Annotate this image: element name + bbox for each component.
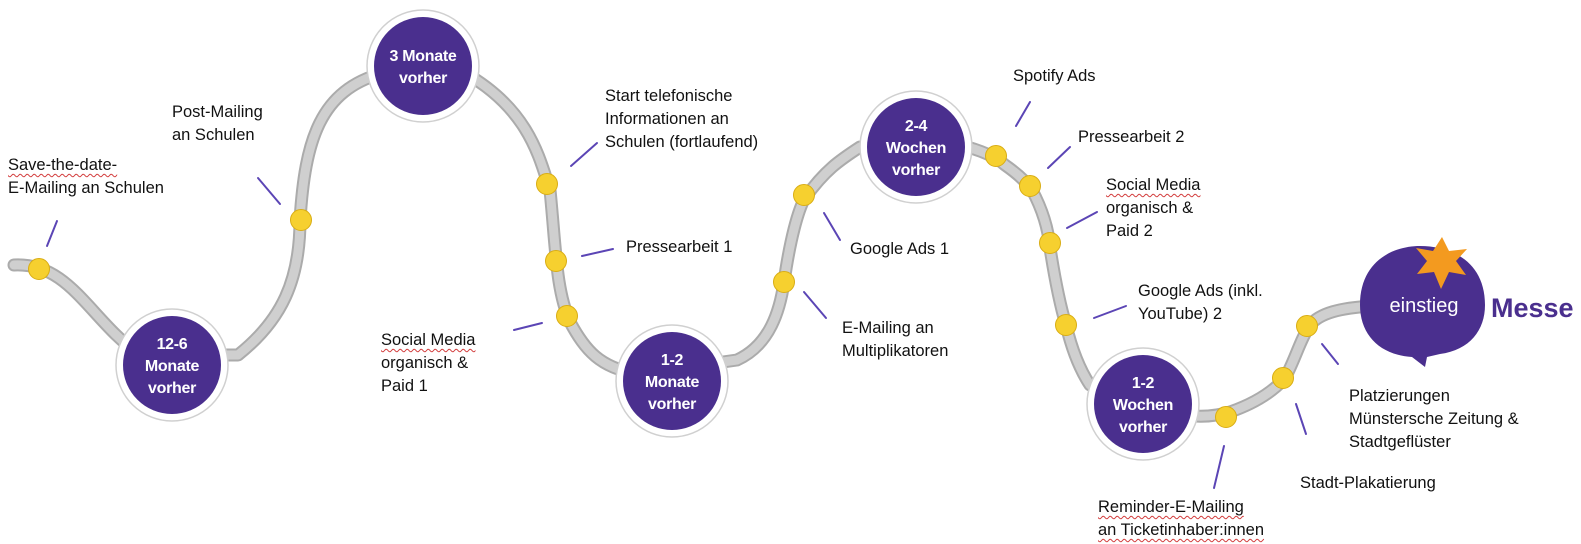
phase-label: vorher [1119, 419, 1167, 436]
connector-line [1047, 146, 1071, 169]
phase-label: vorher [648, 396, 696, 413]
timeline-road [7, 66, 1379, 423]
milestone-dot [1272, 367, 1294, 389]
milestone-label: E-Mailing an Multiplikatoren [842, 319, 949, 360]
milestone-dots [28, 145, 1318, 428]
milestone-label: Pressearbeit 2 [1078, 128, 1185, 146]
milestone-label: Google Ads 1 [850, 240, 950, 258]
milestone-label: Google Ads (inkl. YouTube) 2 [1138, 282, 1263, 323]
milestone-dot [536, 173, 558, 195]
milestone-label: Pressearbeit 1 [626, 238, 733, 256]
milestone-dot [1215, 406, 1237, 428]
phase-core [1094, 355, 1192, 453]
phase-label: Monate [145, 358, 200, 375]
connector-line [1015, 101, 1031, 127]
phase-label: 12-6 [157, 336, 188, 353]
logo-speech-bubble [1360, 246, 1485, 367]
phase-core [374, 17, 472, 115]
einstieg-messe-logo: einstieg Messe [1360, 237, 1574, 367]
phase-label: 1-2 [1132, 375, 1155, 392]
milestone-label: Platzierungen Münstersche Zeitung & Stad… [1349, 387, 1519, 451]
milestone-dot [545, 250, 567, 272]
phase-label: Wochen [1113, 397, 1173, 414]
phase-core [623, 332, 721, 430]
connector-line [257, 177, 281, 205]
connector-lines [46, 101, 1339, 489]
milestone-dot [773, 271, 795, 293]
phase-label: vorher [399, 70, 447, 87]
connector-line [581, 248, 614, 257]
milestone-dot [985, 145, 1007, 167]
connector-line [1213, 445, 1225, 489]
milestone-dot [793, 184, 815, 206]
phase-label: vorher [148, 380, 196, 397]
milestone-label: Post-Mailing an Schulen [172, 103, 263, 144]
connector-line [570, 142, 598, 167]
connector-line [1295, 403, 1307, 435]
milestone-dot [556, 305, 578, 327]
phase-circle: 3 Monate vorher [366, 9, 480, 123]
milestone-dot [1055, 314, 1077, 336]
milestone-label: Reminder-E-Mailing an Ticketinhaber:inne… [1098, 498, 1265, 539]
logo-label-messe: Messe [1491, 293, 1574, 323]
milestone-dot [1039, 232, 1061, 254]
phase-core [867, 98, 965, 196]
logo-wordmark: einstieg [1390, 295, 1459, 317]
star-icon [1416, 237, 1467, 289]
phase-label: vorher [892, 162, 940, 179]
milestone-label: Social Media organisch & Paid 1 [381, 331, 476, 395]
connector-line [1093, 305, 1127, 319]
connector-line [513, 322, 543, 331]
connector-line [823, 212, 841, 241]
connector-line [46, 220, 58, 247]
phase-label: 2-4 [905, 118, 928, 135]
milestone-dot [1296, 315, 1318, 337]
connector-line [1321, 343, 1339, 365]
connector-line [1066, 211, 1098, 229]
phase-label: 3 Monate [390, 48, 457, 65]
phase-label: Wochen [886, 140, 946, 157]
milestone-label: Spotify Ads [1013, 67, 1096, 85]
milestone-dot [290, 209, 312, 231]
phase-label: 1-2 [661, 352, 684, 369]
milestone-dot [28, 258, 50, 280]
milestone-label: Save-the-date- E-Mailing an Schulen [8, 156, 164, 197]
phase-core [123, 316, 221, 414]
milestone-label: Social Media organisch & Paid 2 [1106, 176, 1201, 240]
milestone-label: Stadt-Plakatierung [1300, 474, 1436, 492]
phase-label: Monate [645, 374, 700, 391]
connector-line [803, 291, 827, 319]
milestone-dot [1019, 175, 1041, 197]
milestone-label: Start telefonische Informationen an Schu… [605, 87, 759, 151]
